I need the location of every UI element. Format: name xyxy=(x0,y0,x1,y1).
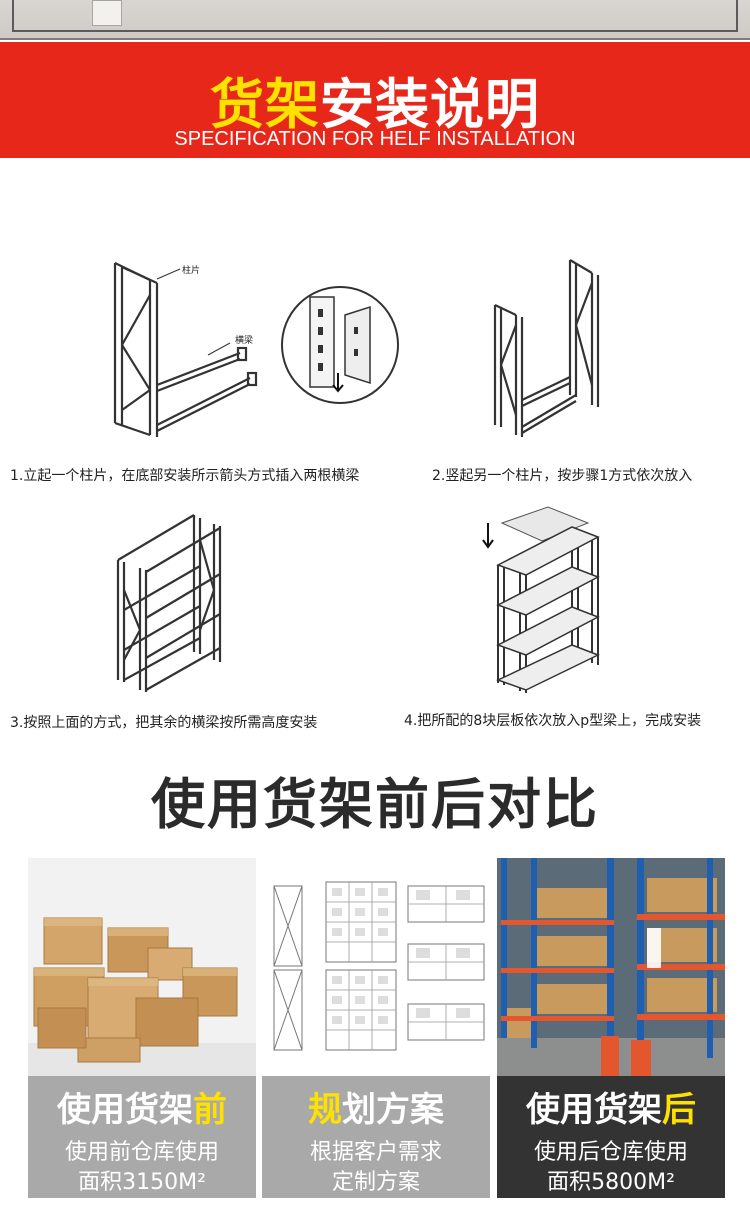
banner-title: 货架安装说明 xyxy=(0,60,750,139)
before-heading: 使用货架前 xyxy=(28,1082,256,1131)
banner-subtitle: SPECIFICATION FOR HELF INSTALLATION xyxy=(174,128,576,150)
plan-panel: 规划方案 根据客户需求 定制方案 xyxy=(262,1076,490,1198)
step-2-illustration xyxy=(493,259,600,437)
comparison-title: 使用货架前后对比 xyxy=(151,773,599,836)
before-heading-accent: 前 xyxy=(193,1090,227,1130)
step-3-illustration xyxy=(116,514,222,692)
after-line-2: 面积5800M² xyxy=(547,1170,675,1195)
step-1-caption: 1.立起一个柱片，在底部安装所示箭头方式插入两根横梁 xyxy=(10,468,360,484)
before-line-2: 面积3150M² xyxy=(78,1170,206,1195)
label-column: 柱片 xyxy=(182,264,200,276)
after-line-1: 使用后仓库使用 xyxy=(533,1140,688,1165)
installation-banner: 货架安装说明 SPECIFICATION FOR HELF INSTALLATI… xyxy=(0,42,750,158)
after-column: 使用货架后 使用后仓库使用 面积5800M² xyxy=(497,858,725,1198)
before-line-1: 使用前仓库使用 xyxy=(64,1140,219,1165)
top-photo-strip xyxy=(0,0,750,40)
after-heading-accent: 后 xyxy=(662,1090,696,1130)
after-panel: 使用货架后 使用后仓库使用 面积5800M² xyxy=(497,1076,725,1198)
cardboard-boxes-photo xyxy=(28,858,256,1076)
warehouse-racks-photo xyxy=(497,858,725,1076)
plan-column: 规划方案 根据客户需求 定制方案 xyxy=(262,858,490,1198)
plan-line-2: 定制方案 xyxy=(331,1170,420,1195)
before-column: 使用货架前 使用前仓库使用 面积3150M² xyxy=(28,858,256,1198)
step-4-illustration xyxy=(482,506,600,693)
label-beam: 横梁 xyxy=(235,334,253,346)
plan-line-1: 根据客户需求 xyxy=(309,1140,442,1165)
step-3-caption: 3.按照上面的方式，把其余的横梁按所需高度安装 xyxy=(10,715,318,731)
step-2-caption: 2.竖起另一个柱片，按步骤1方式依次放入 xyxy=(432,468,693,484)
banner-title-rest: 安装说明 xyxy=(320,73,540,136)
plan-heading-accent: 规 xyxy=(308,1090,342,1130)
step-1-illustration: 柱片 横梁 xyxy=(113,262,399,437)
banner-title-highlight: 货架 xyxy=(210,73,320,136)
before-heading-main: 使用货架 xyxy=(57,1090,193,1130)
plan-heading-main: 划方案 xyxy=(342,1090,444,1130)
rack-frame-edge xyxy=(12,0,738,32)
after-heading: 使用货架后 xyxy=(497,1082,725,1131)
layout-plan-drawing xyxy=(262,858,490,1076)
step-4-caption: 4.把所配的8块层板依次放入p型梁上，完成安装 xyxy=(404,713,702,729)
after-heading-main: 使用货架 xyxy=(526,1090,662,1130)
floor-block xyxy=(92,0,122,26)
plan-heading: 规划方案 xyxy=(262,1082,490,1131)
before-panel: 使用货架前 使用前仓库使用 面积3150M² xyxy=(28,1076,256,1198)
